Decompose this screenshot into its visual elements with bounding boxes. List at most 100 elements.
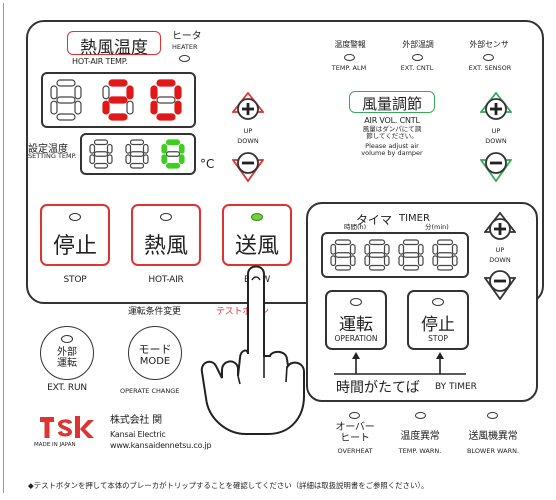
timer-down-button[interactable] [484, 264, 516, 300]
segment-d [56, 113, 76, 121]
timer-digits [330, 239, 458, 271]
segment-f [364, 243, 371, 255]
air-vol-up-button[interactable] [480, 92, 512, 128]
segment-a [165, 139, 181, 146]
air-vol-note-en: Please adjust air volume by damper [361, 142, 423, 157]
segment-e [150, 100, 158, 115]
segment-f [398, 243, 405, 255]
timer-digit-3 [398, 239, 424, 271]
temp-down-button[interactable] [232, 146, 264, 182]
temp-down-label: DOWN [237, 137, 259, 145]
ext-run-button[interactable]: 外部運転 [40, 326, 94, 380]
segment-g [436, 252, 454, 258]
timer-operation-led [350, 298, 362, 306]
segment-d [156, 113, 176, 121]
segment-d [402, 264, 420, 271]
segment-e [89, 154, 96, 165]
segment-c [383, 255, 390, 267]
by-timer-label: 時間がたてば [336, 380, 420, 396]
hot-air-button-en: HOT-AIR [148, 275, 184, 285]
temp-warn-led [415, 412, 426, 419]
segment-e [50, 100, 58, 115]
air-vol-note-jp: 風量はダンパにて調節してください。 [362, 125, 422, 140]
hot-air-temp-title: 熱風温度 [80, 38, 148, 58]
segment-f [161, 143, 168, 154]
mode-caption: OPERATE CHANGE [120, 387, 180, 395]
timer-hour-label: 時間(h) [344, 223, 367, 231]
temp-warn-en: TEMP. WARN. [398, 447, 442, 455]
timer-up-label: UP [495, 246, 505, 254]
timer-stop-en: STOP [428, 334, 448, 343]
mode-label: モード [138, 343, 172, 356]
overheat-label: オーバーヒート [335, 422, 375, 444]
timer-stop-led [432, 298, 444, 306]
segment-d [165, 162, 181, 169]
heater-label: ヒータ [172, 31, 202, 42]
setting-temp-display [80, 133, 196, 175]
segment-a [129, 139, 145, 146]
timer-digit-2 [364, 239, 390, 271]
segment-a [368, 239, 386, 246]
timer-operation-label: 運転 [339, 315, 373, 335]
segment-a [93, 139, 109, 146]
segment-e [330, 255, 337, 267]
timer-title-en: TIMER [399, 213, 430, 224]
air-vol-title: 風量調節 [361, 95, 422, 113]
timer-digit-1 [330, 239, 356, 271]
timer-digit-4 [432, 239, 458, 271]
segment-e [432, 255, 439, 267]
segment-c [417, 255, 424, 267]
air-vol-title-box [349, 91, 435, 113]
segment-a [56, 79, 76, 87]
indicator-ext-sensor-led [483, 54, 494, 61]
main-temp-display [41, 72, 196, 128]
mode-button[interactable]: モード MODE [128, 326, 182, 380]
segment-e [364, 255, 371, 267]
air-vol-down-button[interactable] [480, 146, 512, 182]
segment-g [108, 96, 128, 104]
indicator-temp-alm-led [344, 54, 355, 61]
air-vol-en: AIR VOL. CNTL [364, 116, 420, 125]
segment-e [102, 100, 110, 115]
footer-note: ◆テストボタンを押して本体のブレーカがトリップすることを確認してください（詳細は… [28, 481, 429, 490]
timer-up-button[interactable] [484, 212, 516, 248]
segment-f [102, 85, 110, 100]
ext-run-led [61, 335, 73, 343]
segment-c [74, 100, 82, 115]
blow-button-led [251, 213, 263, 221]
main-temp-digits [50, 79, 182, 121]
segment-b [417, 243, 424, 255]
segment-g [56, 96, 76, 104]
hot-air-button[interactable]: 熱風 [131, 204, 201, 266]
segment-g [165, 151, 181, 157]
hot-air-temp-title-en: HOT-AIR TEMP. [72, 57, 128, 66]
blower-warn-en: BLOWER WARN. [466, 447, 520, 455]
overheat-led [349, 412, 360, 419]
setting-temp-digits [89, 139, 185, 169]
timer-flow-arrows [334, 352, 466, 375]
segment-c [174, 100, 182, 115]
set-digit-2 [125, 139, 149, 169]
hot-air-temp-title-box [67, 31, 161, 55]
segment-a [156, 79, 176, 87]
indicator-ext-cntl-led [412, 54, 423, 61]
blow-button[interactable]: 送風 [222, 204, 292, 266]
air-vol-up-label: UP [491, 127, 501, 135]
timer-stop-button[interactable]: 停止 STOP [407, 290, 469, 350]
temp-warn-label: 温度異常 [400, 431, 440, 442]
segment-d [129, 162, 145, 169]
ext-run-label: 外部運転 [57, 347, 77, 369]
air-vol-down-label: DOWN [485, 137, 507, 145]
segment-f [330, 243, 337, 255]
blower-warn-label: 送風機異常 [468, 431, 518, 442]
indicator-temp-alm-label: 温度警報 [334, 40, 366, 49]
temp-up-button[interactable] [232, 92, 264, 128]
set-digit-3 [161, 139, 185, 169]
timer-operation-button[interactable]: 運転 OPERATION [325, 290, 387, 350]
segment-d [436, 264, 454, 271]
test-button-label: テストボタン [216, 307, 269, 317]
timer-stop-label: 停止 [421, 315, 455, 335]
segment-a [402, 239, 420, 246]
setting-temp-label: 設定温度 [28, 144, 68, 155]
stop-button[interactable]: 停止 [40, 204, 110, 266]
